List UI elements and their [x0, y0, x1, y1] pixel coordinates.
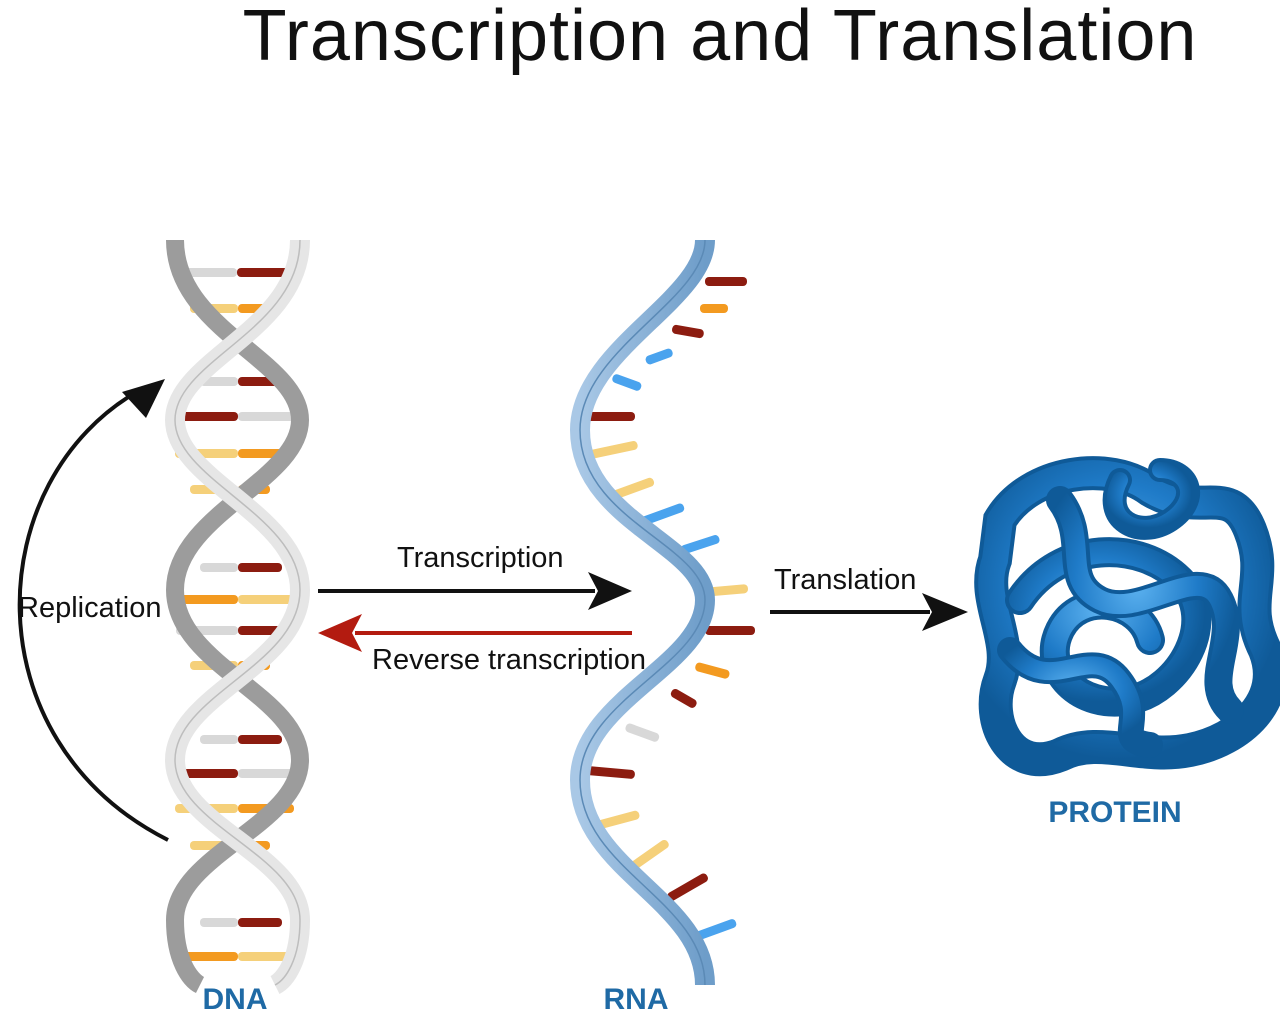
translation-label: Translation	[774, 564, 917, 596]
translation-arrow	[770, 593, 968, 631]
rna-helix	[569, 238, 755, 986]
rna-strand	[569, 238, 716, 986]
diagram-title: Transcription and Translation	[242, 0, 1198, 76]
reverse-transcription-arrow	[318, 614, 632, 652]
dna-strand-back	[165, 239, 310, 994]
dna-helix	[164, 239, 311, 994]
transcription-arrow	[318, 572, 632, 610]
transcription-label: Transcription	[397, 542, 564, 574]
dna-label: DNA	[202, 983, 268, 1016]
replication-arrow	[17, 379, 169, 842]
protein-structure	[974, 456, 1280, 777]
replication-label: Replication	[18, 592, 162, 624]
protein-label: PROTEIN	[1048, 796, 1182, 829]
reverse-transcription-label: Reverse transcription	[372, 644, 646, 676]
rna-label: RNA	[603, 983, 669, 1016]
dna-base-pairs	[175, 268, 296, 961]
